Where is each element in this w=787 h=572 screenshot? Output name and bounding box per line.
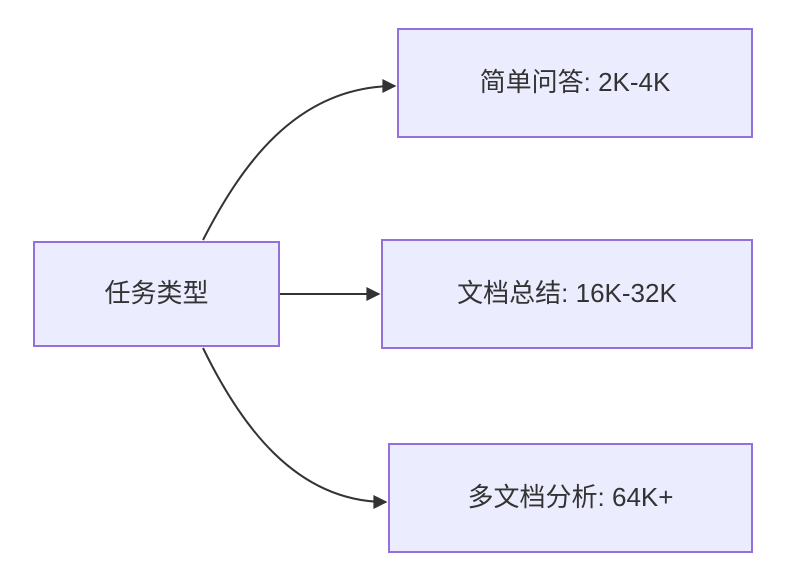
node-task-type-label: 任务类型: [104, 278, 209, 309]
edge-root-to-bottom: [202, 347, 388, 509]
node-multi-doc-analysis: 多文档分析: 64K+: [388, 443, 753, 553]
node-doc-summary-label: 文档总结: 16K-32K: [457, 278, 677, 309]
node-doc-summary: 文档总结: 16K-32K: [381, 239, 753, 349]
node-simple-qa: 简单问答: 2K-4K: [397, 28, 753, 138]
node-task-type: 任务类型: [33, 241, 280, 347]
edge-root-to-top: [202, 79, 397, 241]
node-multi-doc-analysis-label: 多文档分析: 64K+: [467, 482, 674, 513]
node-simple-qa-label: 简单问答: 2K-4K: [479, 67, 671, 98]
